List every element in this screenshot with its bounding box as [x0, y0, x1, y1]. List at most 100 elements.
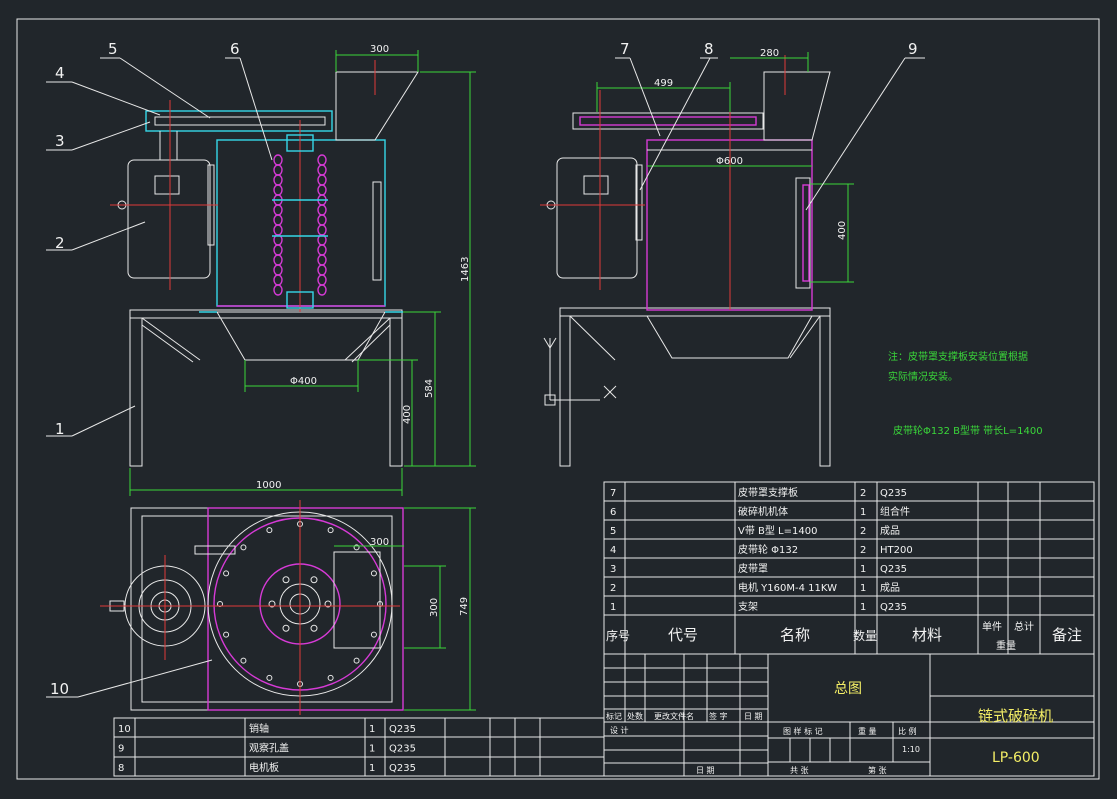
bom-no: 7 [610, 488, 616, 499]
balloon-3: 3 [55, 132, 65, 150]
dim-housing-diameter: Φ600 [716, 156, 743, 167]
bom-part-name: 皮带罩支撑板 [738, 486, 798, 499]
dim-plan-depth: 749 [459, 597, 470, 616]
note-line-1: 注：皮带罩支撑板安装位置根据 [888, 350, 1028, 363]
hub-bolt-hole [282, 576, 290, 584]
balloon-4: 4 [55, 64, 65, 82]
bom-header-total: 总计 [1014, 620, 1034, 633]
chain-link [317, 254, 327, 266]
note-line-2: 实际情况安装。 [888, 370, 958, 383]
bom-part-name: 电机板 [249, 761, 279, 774]
bom-qty: 1 [860, 564, 866, 575]
chain-link [273, 184, 283, 196]
rotor-chains [272, 154, 328, 296]
dim-outlet-diameter: Φ400 [290, 376, 317, 387]
side-view [540, 55, 831, 467]
chain-link [317, 174, 327, 186]
bom-material: Q235 [389, 724, 416, 735]
tb-label-mark: 标记 [606, 711, 622, 721]
bom-qty: 1 [369, 744, 375, 755]
chain-link [317, 274, 327, 286]
bom-part-name: 支架 [738, 601, 758, 613]
motor [127, 159, 211, 279]
chain-link [317, 184, 327, 196]
chain-link [317, 284, 327, 296]
chain-link [317, 164, 327, 176]
bom-header-name: 名称 [780, 626, 810, 644]
discharge-cone [216, 311, 386, 361]
bolt-hole [223, 631, 230, 638]
tb-label-date-small: 日 期 [744, 712, 763, 721]
bom-material: HT200 [880, 545, 913, 556]
balloon-8: 8 [704, 40, 714, 58]
bom-material: 成品 [880, 525, 900, 537]
bolt-hole [223, 570, 230, 577]
bom-no: 8 [118, 763, 124, 774]
tb-label-sheets-total: 共 张 [790, 766, 809, 775]
balloon-10: 10 [50, 680, 69, 698]
support-frame [129, 309, 403, 467]
bom-header-unit: 单件 [982, 621, 1002, 633]
bom-header-qty: 数量 [853, 628, 877, 643]
balloon-6: 6 [230, 40, 240, 58]
tb-model: LP-600 [992, 750, 1040, 766]
dim-plan-hopper-width: 300 [370, 537, 389, 548]
bom-no: 3 [610, 564, 616, 575]
balloon-numbers: 1 2 3 4 5 6 7 8 9 10 [50, 40, 918, 698]
bom-part-name: 观察孔盖 [249, 742, 289, 755]
tb-label-weight: 重 量 [858, 726, 877, 736]
dim-frame-height: 584 [424, 379, 435, 398]
bom-material: Q235 [880, 602, 907, 613]
chain-link [317, 214, 327, 226]
balloon-1: 1 [55, 420, 65, 438]
hub-bolt-hole [310, 576, 318, 584]
dim-hopper-width: 300 [370, 44, 389, 55]
plan-hopper [333, 551, 381, 649]
bom-part-name: 破碎机机体 [738, 505, 788, 518]
tb-machine-name: 链式破碎机 [978, 707, 1053, 725]
balloon-leaders [46, 57, 925, 698]
balloon-9: 9 [908, 40, 918, 58]
bom-qty: 1 [860, 602, 866, 613]
tb-label-scale: 比 例 [898, 726, 917, 736]
bom-material: Q235 [880, 488, 907, 499]
bom-part-name: 电机 Y160M-4 11KW [738, 581, 837, 594]
dim-motor-offset: 499 [654, 78, 673, 89]
bom-no: 5 [610, 526, 616, 537]
bom-header-code: 代号 [668, 626, 698, 644]
chain-link [273, 224, 283, 236]
dim-leg-height: 400 [402, 405, 413, 424]
chain-link [317, 204, 327, 216]
drawing-frame [16, 18, 1100, 780]
bom-material: Q235 [389, 744, 416, 755]
front-dimensions: 300 1463 584 400 Φ400 1000 [129, 44, 476, 496]
bolt-hole [370, 570, 377, 577]
hub-bolt-hole [268, 600, 276, 608]
bom-qty: 1 [369, 763, 375, 774]
bom-header-weight: 重量 [996, 639, 1016, 652]
chain-link [317, 244, 327, 256]
chain-link [317, 154, 327, 166]
tb-scale-value: 1:10 [902, 745, 920, 754]
tb-label-date: 日 期 [696, 766, 715, 775]
title-block: 标记 处数 更改文件名 签 字 日 期 设 计 日 期 图 样 标 记 重 量 … [603, 653, 1095, 777]
dim-side-hopper: 280 [760, 48, 779, 59]
bom-qty: 1 [860, 583, 866, 594]
tb-label-file: 更改文件名 [654, 711, 694, 721]
chain-link [317, 224, 327, 236]
tb-label-stage: 图 样 标 记 [783, 726, 823, 736]
bom-material: Q235 [880, 564, 907, 575]
balloon-5: 5 [108, 40, 118, 58]
chain-link [273, 204, 283, 216]
